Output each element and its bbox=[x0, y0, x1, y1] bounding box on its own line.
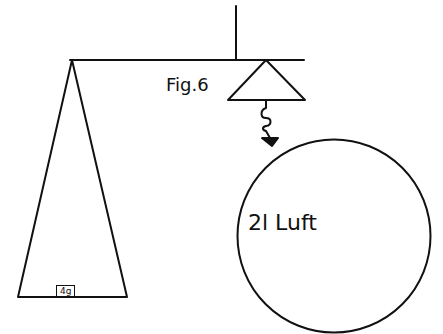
balloon-tie bbox=[262, 138, 278, 146]
suspension-rod bbox=[235, 6, 237, 60]
figure-number: Fig.6 bbox=[166, 74, 209, 95]
left-pan bbox=[18, 60, 127, 297]
balance-beam bbox=[70, 59, 304, 61]
balloon-text: 2l Luft bbox=[248, 210, 317, 235]
weight-box: 4g bbox=[56, 285, 75, 297]
right-pan bbox=[228, 60, 305, 100]
air-balloon: 2l Luft bbox=[236, 138, 432, 334]
balloon-circle bbox=[238, 140, 431, 333]
balloon-outline bbox=[236, 138, 432, 334]
hook bbox=[262, 100, 271, 138]
weight-label: 4g bbox=[60, 286, 71, 296]
contents-label: 2l Luft bbox=[248, 210, 317, 235]
